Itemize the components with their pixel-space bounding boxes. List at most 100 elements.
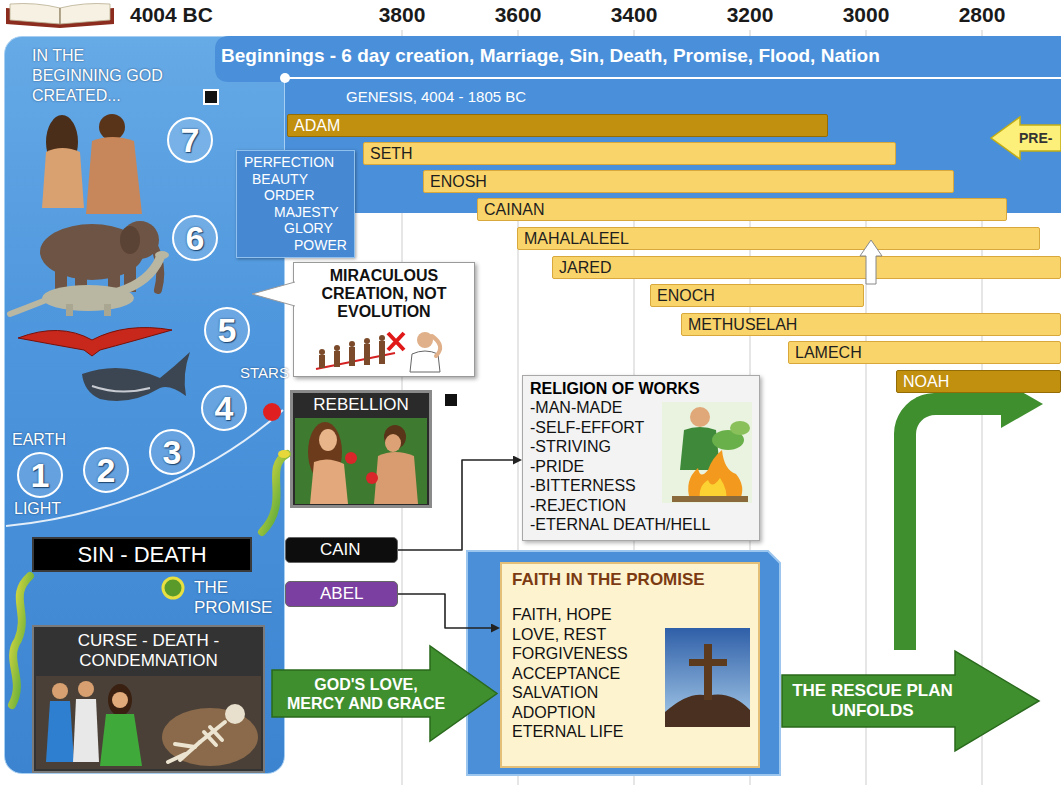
curse-illustration bbox=[36, 676, 261, 769]
elephant-figure bbox=[154, 246, 160, 290]
evolution-illustration bbox=[379, 341, 385, 364]
serpent-figure bbox=[278, 450, 290, 458]
elephant-figure bbox=[121, 221, 159, 259]
cross-illustration bbox=[689, 659, 727, 666]
person-name: SETH bbox=[370, 143, 889, 164]
info-icon bbox=[204, 90, 458, 407]
curse-illustration bbox=[225, 704, 245, 724]
year-label: 3600 bbox=[495, 3, 542, 27]
offering-illustration bbox=[688, 450, 742, 500]
dinosaur-figure bbox=[155, 251, 169, 259]
attribute-word: GLORY bbox=[284, 220, 350, 237]
dinosaur-figure bbox=[118, 258, 160, 292]
state-title: SIN - DEATH bbox=[34, 539, 250, 570]
year-label: 2800 bbox=[959, 3, 1006, 27]
flow-arrow: THE RESCUE PLAN UNFOLDS bbox=[782, 650, 1040, 752]
faith-panel bbox=[467, 551, 780, 775]
evolution-illustration bbox=[334, 345, 340, 351]
attribute-word: POWER bbox=[294, 237, 350, 254]
evolution-illustration bbox=[410, 351, 440, 372]
elephant-figure bbox=[55, 266, 67, 292]
curse-illustration bbox=[112, 692, 128, 708]
contrast-box: RELIGION OF WORKS-MAN-MADE-SELF-EFFORT-S… bbox=[522, 375, 760, 541]
callout-pointer bbox=[252, 282, 295, 306]
promise-dot bbox=[163, 578, 183, 598]
person-tag: ABEL bbox=[285, 581, 398, 607]
person-name: ABEL bbox=[320, 582, 393, 606]
elephant-figure bbox=[108, 268, 120, 292]
era-band bbox=[215, 36, 305, 82]
contrast-box: FAITH IN THE PROMISEFAITH, HOPELOVE, RES… bbox=[500, 562, 760, 768]
year-label: 3800 bbox=[379, 3, 426, 27]
faith-panel bbox=[467, 551, 780, 775]
list-text: -BITTERNESS bbox=[530, 476, 752, 496]
arrow-text: THE RESCUE PLAN UNFOLDS bbox=[790, 681, 955, 721]
evolution-illustration bbox=[364, 338, 370, 344]
list-text: ADOPTION bbox=[512, 703, 748, 723]
curse-illustration bbox=[46, 701, 74, 762]
info-icon bbox=[204, 90, 218, 104]
person-name: NOAH bbox=[903, 371, 1054, 392]
translation-arrow bbox=[860, 240, 882, 284]
lifespan-bar: MAHALALEEL bbox=[517, 227, 1040, 250]
list-text: -MAN-MADE bbox=[530, 398, 752, 418]
list-text: FAITH IN THE PROMISE bbox=[512, 569, 748, 590]
pterodactyl-figure bbox=[18, 328, 172, 356]
era-arrow-shape bbox=[991, 117, 1061, 159]
flow-arrow-shape bbox=[782, 651, 1039, 751]
serpent-figure bbox=[262, 454, 287, 532]
cross-illustration bbox=[665, 628, 750, 727]
evolution-illustration bbox=[316, 353, 395, 369]
lifespan-bar: ENOCH bbox=[650, 284, 864, 307]
attribute-box: PERFECTIONBEAUTYORDERMAJESTYGLORYPOWER bbox=[236, 150, 355, 258]
flow-arrow-shape bbox=[272, 646, 497, 741]
adam-eve-figure bbox=[86, 137, 142, 214]
panel-heading: IN THE BEGINNING GOD CREATED... bbox=[32, 46, 172, 106]
list-text: RELIGION OF WORKS bbox=[530, 379, 752, 398]
whale-figure bbox=[92, 386, 150, 392]
promise-label: THE PROMISE bbox=[194, 578, 280, 618]
evolution-illustration bbox=[316, 332, 440, 372]
day-number: 5 bbox=[218, 310, 237, 350]
curse-illustration bbox=[200, 722, 225, 742]
attribute-word: MAJESTY bbox=[274, 204, 350, 221]
timeline-axis bbox=[285, 77, 1061, 79]
curse-illustration bbox=[168, 722, 225, 762]
band-title: Beginnings - 6 day creation, Marriage, S… bbox=[221, 45, 880, 67]
sun-dot bbox=[263, 403, 281, 421]
evolution-illustration bbox=[379, 335, 385, 341]
callout-pointer bbox=[252, 282, 295, 306]
day-circle: 7 bbox=[167, 117, 213, 163]
person-name: METHUSELAH bbox=[688, 314, 1054, 335]
pterodactyl-figure bbox=[18, 328, 172, 356]
evolution-illustration bbox=[319, 335, 385, 368]
list-text: SALVATION bbox=[512, 683, 748, 703]
serpent-figure bbox=[12, 450, 290, 705]
lifespan-bar: SETH bbox=[363, 142, 896, 165]
evolution-illustration bbox=[349, 347, 355, 366]
rebellion-illustration bbox=[319, 429, 337, 451]
arrow-text: GOD'S LOVE, MERCY AND GRACE bbox=[284, 675, 448, 713]
day-circle: 1 bbox=[17, 452, 63, 498]
adam-eve-figure bbox=[99, 114, 125, 140]
list-text: FAITH, HOPE bbox=[512, 605, 748, 625]
rebellion-illustration bbox=[295, 418, 427, 504]
adam-eve-figure bbox=[46, 115, 78, 169]
dinosaur-figure bbox=[42, 285, 134, 311]
cross-illustration bbox=[665, 695, 750, 727]
lifespan-bar: CAINAN bbox=[477, 198, 1007, 221]
day-circle: 5 bbox=[204, 307, 250, 353]
callout-box: MIRACULOUS CREATION, NOT EVOLUTION bbox=[293, 262, 475, 377]
evolution-illustration bbox=[364, 344, 370, 365]
curse-illustration bbox=[78, 681, 94, 697]
curse-illustration bbox=[180, 742, 200, 760]
person-name: JARED bbox=[559, 257, 1054, 278]
evolution-illustration bbox=[417, 332, 433, 348]
day-number: 4 bbox=[215, 388, 234, 428]
list-text: -STRIVING bbox=[530, 437, 752, 457]
lifespan-bar: ENOSH bbox=[423, 170, 954, 193]
earth-horizon bbox=[6, 410, 283, 526]
era-arrow: PRE- bbox=[990, 116, 1061, 160]
curse-illustration bbox=[175, 744, 195, 747]
year-label: 3200 bbox=[727, 3, 774, 27]
